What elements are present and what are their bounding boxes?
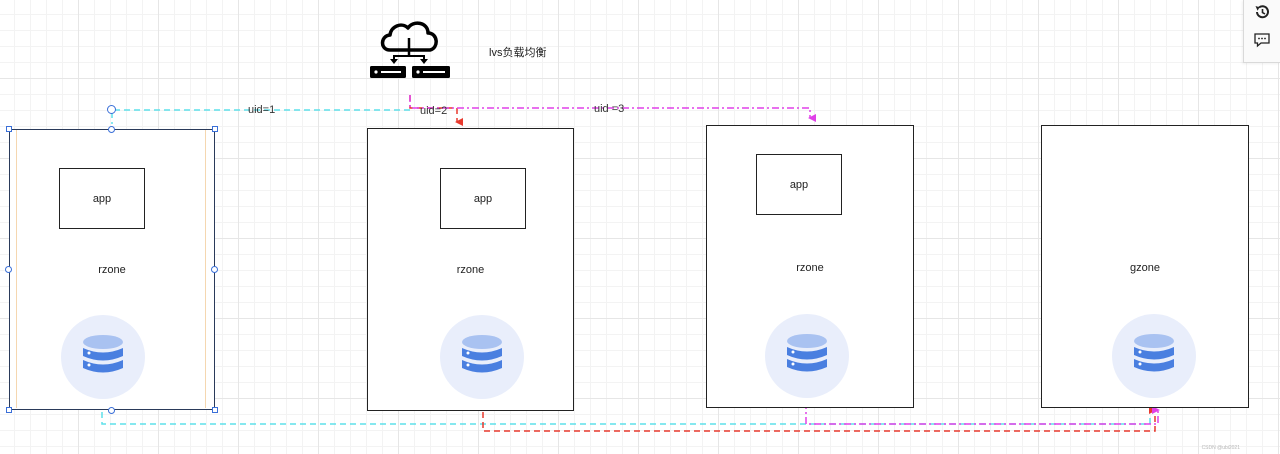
edge-zone1-to-gzone[interactable] xyxy=(101,402,1151,425)
edge-zone2-to-gzone[interactable] xyxy=(482,402,1157,432)
zone-1-inner-border xyxy=(16,130,206,408)
app-box-3[interactable]: app xyxy=(756,154,842,215)
edge-uid-3[interactable] xyxy=(409,95,816,122)
database-icon xyxy=(787,334,827,372)
database-icon xyxy=(1134,334,1174,372)
connection-point-top[interactable] xyxy=(108,126,115,133)
zone-node-1[interactable]: app rzone xyxy=(9,129,215,410)
database-icon-bg-1 xyxy=(61,315,145,399)
app-box-1[interactable]: app xyxy=(59,168,145,229)
right-toolbar xyxy=(1243,0,1280,63)
connection-point-right[interactable] xyxy=(211,266,218,273)
app-box-2[interactable]: app xyxy=(440,168,526,229)
comment-icon[interactable] xyxy=(1250,28,1274,52)
zone-label-1: rzone xyxy=(98,264,126,276)
connection-point-left[interactable] xyxy=(5,266,12,273)
app-label-2: app xyxy=(473,193,493,205)
watermark: CSDN @ubi2021 xyxy=(1201,445,1240,451)
cloud-server-icon[interactable] xyxy=(368,16,452,86)
app-label-1: app xyxy=(92,193,112,205)
zone-node-2[interactable]: app rzone xyxy=(367,128,574,411)
database-icon-bg-3 xyxy=(765,314,849,398)
database-icon xyxy=(83,335,123,373)
database-icon xyxy=(462,335,502,373)
app-label-3: app xyxy=(789,179,809,191)
lvs-label: lvs负载均衡 xyxy=(489,47,547,59)
edge-label-uid-2: uid=2 xyxy=(420,105,448,117)
resize-handle-tr[interactable] xyxy=(212,126,218,132)
history-icon[interactable] xyxy=(1250,0,1274,24)
edge-label-uid-1: uid=1 xyxy=(248,104,276,116)
database-icon-bg-4 xyxy=(1112,314,1196,398)
database-icon-bg-2 xyxy=(440,315,524,399)
zone-node-3[interactable]: app rzone xyxy=(706,125,914,408)
connection-point-bottom[interactable] xyxy=(108,407,115,414)
zone-node-4[interactable]: gzone xyxy=(1041,125,1249,408)
edge-label-uid-3: uid =3 xyxy=(594,103,625,115)
resize-handle-br[interactable] xyxy=(212,407,218,413)
edge-zone3-to-gzone[interactable] xyxy=(805,402,1160,425)
rotate-handle[interactable] xyxy=(107,105,116,114)
zone-label-2: rzone xyxy=(456,264,485,276)
resize-handle-tl[interactable] xyxy=(6,126,12,132)
resize-handle-bl[interactable] xyxy=(6,407,12,413)
zone-label-3: rzone xyxy=(796,262,824,274)
zone-label-4: gzone xyxy=(1130,262,1160,274)
